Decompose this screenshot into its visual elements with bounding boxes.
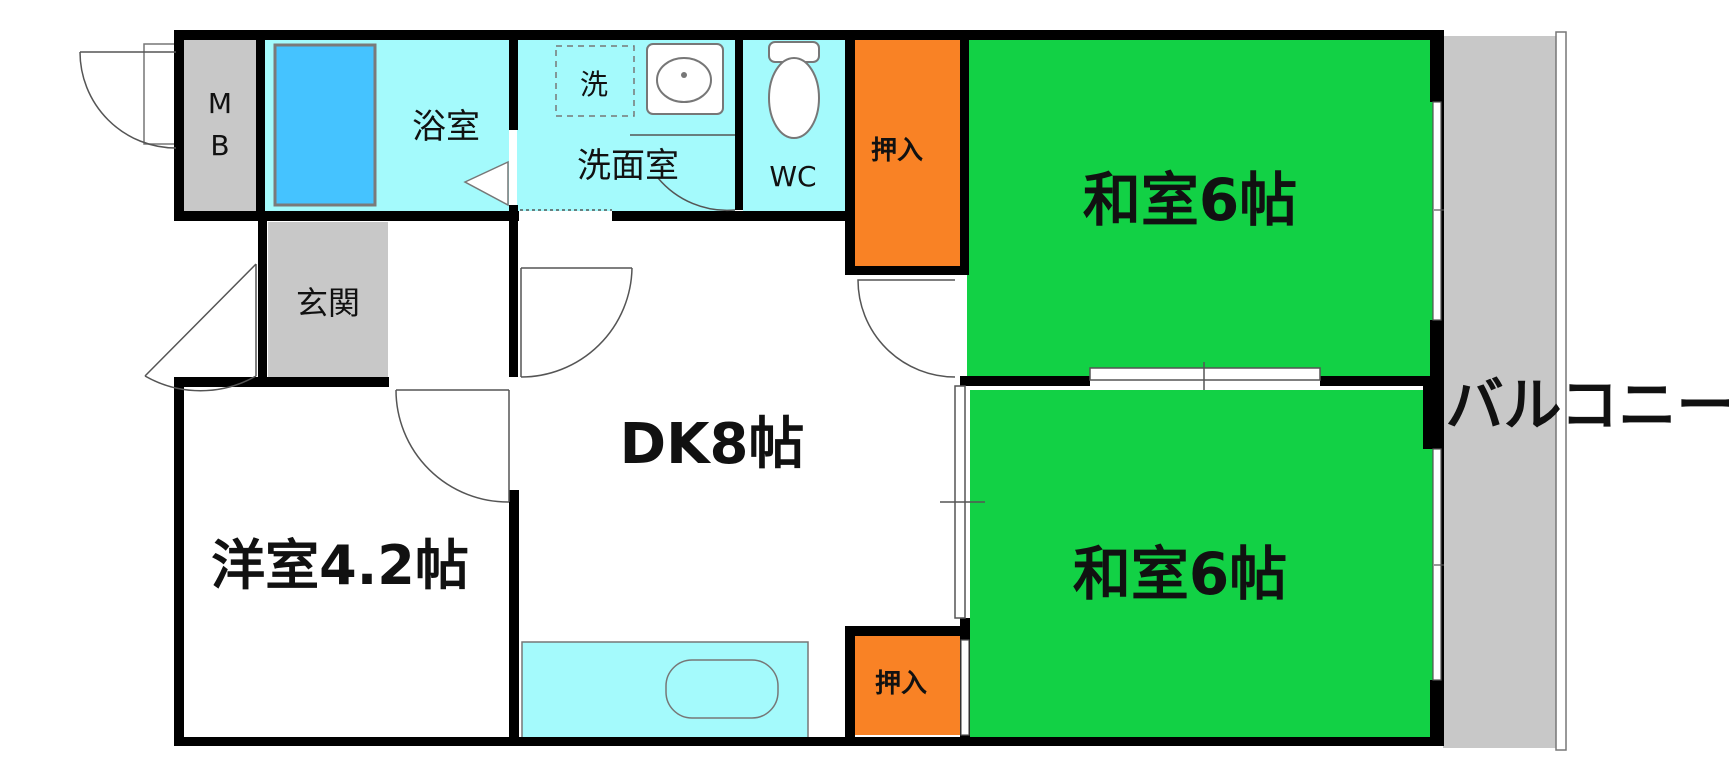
bath-door-marker bbox=[463, 160, 509, 207]
washitsu-top-label: 和室6帖 bbox=[1083, 166, 1297, 234]
washitsu-bottom-area bbox=[970, 390, 1435, 737]
washroom-label: 洗面室 bbox=[577, 146, 679, 186]
closet-top-label: 押入 bbox=[871, 136, 923, 166]
door-swings bbox=[79, 51, 956, 503]
closet-top-area bbox=[855, 38, 961, 268]
walls bbox=[174, 30, 1444, 746]
balcony-rail bbox=[1555, 31, 1567, 751]
toilet-bowl bbox=[768, 57, 820, 139]
window-top bbox=[1432, 101, 1442, 321]
genkan-label: 玄関 bbox=[296, 284, 360, 322]
kitchen-sink bbox=[665, 659, 779, 719]
fusuma-panels bbox=[1089, 367, 1321, 381]
dk-label: DK8帖 bbox=[620, 412, 805, 477]
youshitsu-label: 洋室4.2帖 bbox=[211, 534, 469, 597]
washer-label: 洗 bbox=[580, 68, 608, 101]
mb-area bbox=[183, 38, 256, 211]
closet-bottom-label: 押入 bbox=[875, 669, 927, 699]
mb-label-line1: M bbox=[208, 87, 232, 120]
balcony-area bbox=[1443, 36, 1564, 748]
wc-label: WC bbox=[769, 160, 816, 193]
washer-space bbox=[555, 45, 635, 117]
mb-label-line2: B bbox=[210, 129, 229, 162]
bathtub bbox=[273, 43, 377, 207]
washitsu-bottom-label: 和室6帖 bbox=[1073, 540, 1287, 608]
basin-bowl bbox=[656, 57, 712, 103]
balcony-label: バルコニー bbox=[1446, 371, 1729, 439]
basin-drain bbox=[681, 72, 687, 78]
closet-bottom-area bbox=[855, 635, 961, 735]
kitchen-counter bbox=[521, 641, 809, 739]
genkan-area bbox=[268, 222, 388, 377]
washitsu-top-area bbox=[967, 38, 1435, 376]
bath-label: 浴室 bbox=[412, 107, 480, 147]
closet-window bbox=[960, 639, 970, 736]
